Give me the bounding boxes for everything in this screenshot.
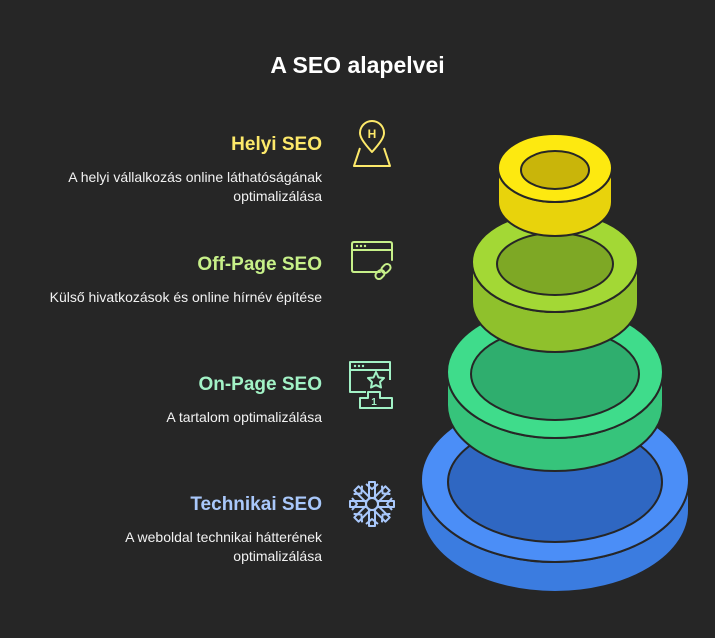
gear-snowflake-icon [349, 481, 395, 527]
rank-number: 1 [371, 397, 377, 408]
item-title: Helyi SEO [231, 134, 322, 155]
page-title: A SEO alapelvei [270, 52, 445, 78]
item-title: Technikai SEO [190, 494, 322, 515]
browser-link-icon [351, 241, 393, 281]
ring-helyi-seo [497, 133, 613, 237]
item-off-page-seo: Off-Page SEO Külső hivatkozások és onlin… [2, 254, 322, 307]
map-pin-icon: H [353, 120, 391, 167]
item-title: On-Page SEO [198, 374, 322, 395]
item-on-page-seo: On-Page SEO A tartalom optimalizálása [2, 374, 322, 427]
ring-off-page-seo [471, 211, 639, 353]
pin-letter: H [368, 127, 377, 141]
item-technikai-seo: Technikai SEO A weboldal technikai hátte… [2, 494, 322, 566]
item-description: A helyi vállalkozás online láthatóságána… [68, 169, 322, 204]
item-description: A weboldal technikai hátterének optimali… [125, 529, 322, 564]
item-description: A tartalom optimalizálása [166, 409, 322, 425]
browser-star-icon: 1 [349, 361, 393, 409]
item-helyi-seo: Helyi SEO A helyi vállalkozás online lát… [2, 134, 322, 206]
item-title: Off-Page SEO [197, 254, 322, 275]
item-description: Külső hivatkozások és online hírnév épít… [49, 289, 322, 305]
